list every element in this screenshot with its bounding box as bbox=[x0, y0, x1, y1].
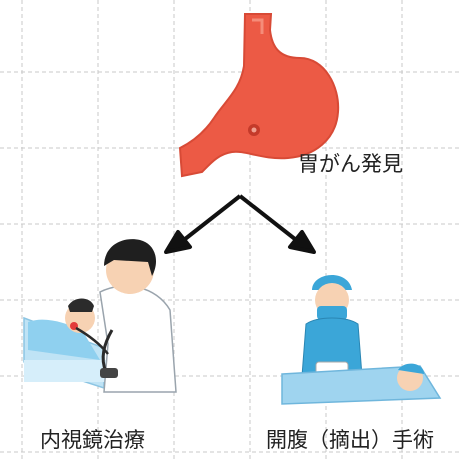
arrow-right-head bbox=[288, 230, 316, 254]
arrow-right bbox=[238, 194, 302, 245]
open-surgery-label: 開腹（摘出）手術 bbox=[266, 428, 434, 452]
arrow-left bbox=[178, 194, 242, 245]
endoscopy-icon bbox=[23, 239, 177, 393]
arrow-left-head bbox=[164, 230, 192, 254]
stomach-icon bbox=[178, 13, 340, 178]
endoscopic-treatment-label: 内視鏡治療 bbox=[40, 428, 145, 452]
branch-arrows bbox=[164, 194, 316, 254]
surgery-icon bbox=[281, 274, 442, 405]
discovery-label: 胃がん発見 bbox=[298, 152, 403, 176]
